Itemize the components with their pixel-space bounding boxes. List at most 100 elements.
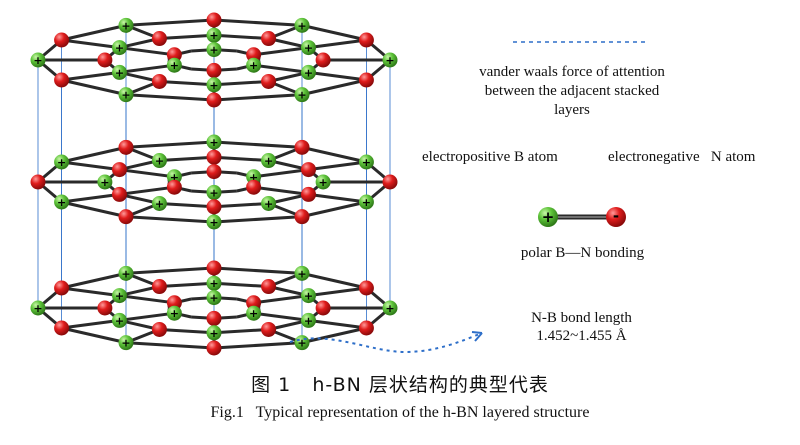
bn-bond xyxy=(301,200,367,219)
boron-plus-mark: + xyxy=(33,54,42,67)
bn-bond xyxy=(125,140,215,149)
nitrogen-atom xyxy=(315,52,331,68)
nitrogen-atom xyxy=(97,52,113,68)
boron-plus-mark: + xyxy=(209,327,218,340)
boron-plus-mark: + xyxy=(209,136,218,149)
boron-plus-mark: + xyxy=(209,292,218,305)
boron-plus-mark: + xyxy=(385,302,394,315)
nitrogen-atom xyxy=(151,31,167,47)
nitrogen-atom xyxy=(301,162,317,178)
boron-atom xyxy=(358,194,374,210)
bn-bond xyxy=(253,311,309,322)
vdw-legend-line-3: layers xyxy=(554,102,590,118)
vdw-legend-line-2: between the adjacent stacked xyxy=(484,83,660,99)
boron-atom xyxy=(206,290,222,306)
bn-bond xyxy=(213,327,269,335)
boron-plus-mark: + xyxy=(264,155,273,168)
nitrogen-atom xyxy=(294,139,310,155)
bn-bond xyxy=(213,201,269,209)
boron-atom xyxy=(206,275,222,291)
bn-bond xyxy=(213,18,303,27)
bn-bond xyxy=(61,326,127,345)
bn-bond xyxy=(213,215,303,224)
nitrogen-atom xyxy=(206,310,222,326)
boron-plus-mark: + xyxy=(170,307,179,320)
boron-atom xyxy=(118,17,134,33)
nitrogen-atom xyxy=(118,139,134,155)
boron-atom xyxy=(206,184,222,200)
boron-atom xyxy=(301,40,317,56)
boron-plus-mark: + xyxy=(249,171,258,184)
boron-atom xyxy=(118,87,134,103)
boron-plus-mark: + xyxy=(362,156,371,169)
nitrogen-atom xyxy=(206,62,222,78)
boron-atom xyxy=(382,300,398,316)
bn-bond xyxy=(159,201,215,209)
bn-bond xyxy=(213,341,303,350)
bn-bond xyxy=(253,294,309,305)
bn-bond xyxy=(61,192,120,204)
nitrogen-atom xyxy=(206,12,222,28)
bn-bond xyxy=(125,18,215,27)
boron-atom xyxy=(301,288,317,304)
bn-bond xyxy=(253,168,309,179)
boron-atom xyxy=(246,57,262,73)
boron-atom xyxy=(111,64,127,80)
boron-atom xyxy=(261,153,277,169)
boron-plus-mark: + xyxy=(209,186,218,199)
boron-atom xyxy=(151,153,167,169)
figure-caption-english: Fig.1 Typical representation of the h-BN… xyxy=(210,404,590,421)
bn-bond xyxy=(159,155,215,163)
boron-atom xyxy=(246,305,262,321)
boron-plus-mark: + xyxy=(155,155,164,168)
bn-bond xyxy=(159,33,215,41)
boron-plus-mark: + xyxy=(33,302,42,315)
boron-plus-mark: + xyxy=(170,171,179,184)
bn-bond xyxy=(308,70,367,82)
bn-bond xyxy=(61,78,127,97)
boron-plus-mark: + xyxy=(264,197,273,210)
boron-plus-mark: + xyxy=(121,19,130,32)
nitrogen-atom xyxy=(151,73,167,89)
nitrogen-atom xyxy=(206,164,222,180)
bn-bond xyxy=(301,145,367,164)
boron-atom xyxy=(111,288,127,304)
boron-plus-mark: + xyxy=(385,54,394,67)
nitrogen-atom xyxy=(261,321,277,337)
boron-plus-mark: + xyxy=(209,29,218,42)
nitrogen-atom xyxy=(246,47,262,63)
hbn-layer-middle: +++++++++++++++ xyxy=(30,134,398,230)
bn-bond xyxy=(125,266,215,275)
bond-length-arrow xyxy=(289,331,483,354)
boron-atom xyxy=(246,169,262,185)
hbn-layer-bottom: +++++++++++++++ xyxy=(30,260,398,356)
boron-plus-mark: + xyxy=(304,314,313,327)
bn-bond xyxy=(308,38,367,50)
bn-bond xyxy=(125,215,215,224)
boron-plus-mark: + xyxy=(209,216,218,229)
boron-plus-mark: + xyxy=(121,337,130,350)
nitrogen-atom xyxy=(206,260,222,276)
boron-atom xyxy=(166,57,182,73)
bn-bond xyxy=(119,185,175,196)
boron-plus-mark: + xyxy=(57,196,66,209)
boron-atom xyxy=(206,325,222,341)
boron-atom xyxy=(30,300,46,316)
bn-bond xyxy=(253,63,309,74)
bond-legend-sample: + - xyxy=(538,207,626,227)
boron-atom-legend xyxy=(538,207,558,227)
boron-plus-mark: + xyxy=(249,307,258,320)
bn-bond xyxy=(61,38,120,50)
boron-atom xyxy=(301,312,317,328)
nitrogen-atom xyxy=(206,149,222,165)
bn-bond xyxy=(159,281,215,289)
bn-bond xyxy=(213,79,269,87)
boron-plus-mark: + xyxy=(304,290,313,303)
hbn-layer-top: +++++++++++++++ xyxy=(30,12,398,108)
boron-atom xyxy=(54,194,70,210)
bn-bond xyxy=(125,93,215,102)
boron-plus-mark: + xyxy=(297,267,306,280)
bn-bond xyxy=(301,78,367,97)
boron-atom xyxy=(294,87,310,103)
